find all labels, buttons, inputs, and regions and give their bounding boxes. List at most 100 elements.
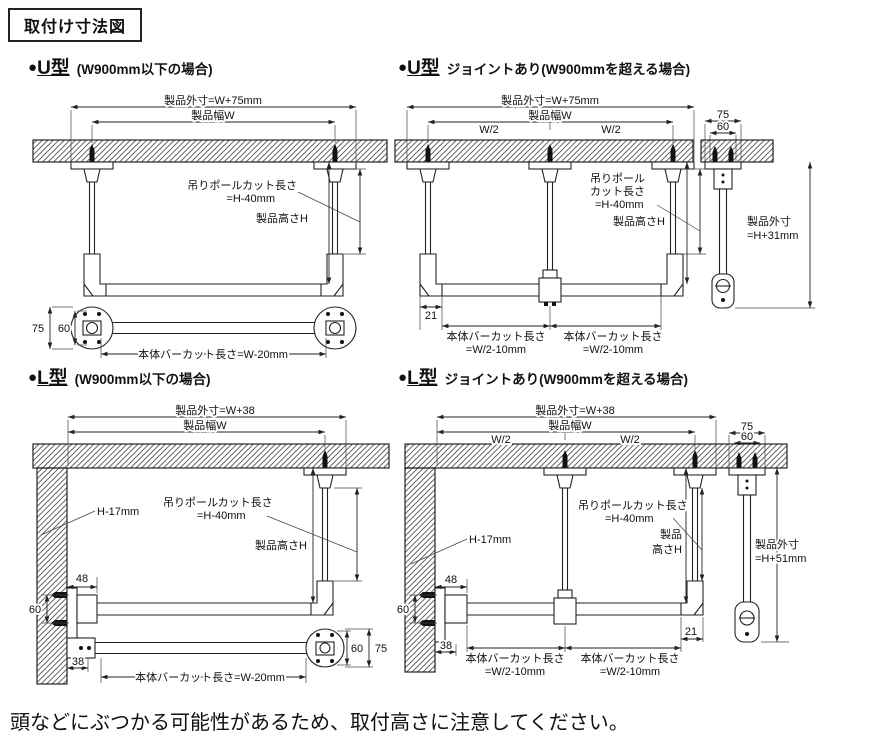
bullet-icon: ● bbox=[398, 59, 408, 76]
pole-cut-value: =H-40mm bbox=[197, 510, 246, 522]
pole-cut-label: 吊りポールカット長さ bbox=[578, 499, 688, 512]
ceiling bbox=[404, 443, 788, 469]
dim-60: 60 bbox=[397, 604, 409, 616]
dim-48: 48 bbox=[76, 573, 88, 585]
hanging-poles bbox=[406, 144, 695, 271]
wall-bracket bbox=[51, 587, 311, 643]
diagram-l-type: 製品外寸=W+38 製品幅W H-17mm 吊りポールカット長さ =H-40mm… bbox=[27, 401, 390, 686]
dim-21: 21 bbox=[685, 626, 697, 638]
half-width-label: W/2 bbox=[601, 124, 621, 136]
pole-cut-value: =H-40mm bbox=[595, 199, 644, 211]
dim-38: 38 bbox=[72, 656, 84, 668]
dimensions bbox=[409, 414, 789, 656]
bar-cut-value: =W/2-10mm bbox=[485, 666, 545, 678]
height-label-2: 高さH bbox=[652, 542, 682, 556]
section-header-l2: ●L型ジョイントあり(W900mmを超える場合) bbox=[398, 368, 689, 389]
side-view bbox=[728, 452, 766, 643]
top-view-flanges bbox=[70, 306, 357, 350]
pole-cut-label: 吊りポールカット長さ bbox=[187, 179, 297, 192]
bar-cut-value: =W/2-10mm bbox=[600, 666, 660, 678]
hanging-poles bbox=[70, 144, 357, 255]
pole-cut-value: =H-40mm bbox=[226, 193, 275, 205]
joint-sleeve bbox=[538, 277, 562, 303]
dimension-labels: 製品外寸=W+38 製品幅W H-17mm 吊りポールカット長さ =H-40mm… bbox=[27, 401, 389, 686]
top-view bbox=[66, 628, 345, 668]
ceiling bbox=[32, 139, 388, 163]
elbows-and-bar bbox=[83, 253, 344, 297]
dimension-labels: 製品外寸=W+38 製品幅W W/2 W/2 75 60 H-17mm 吊りポー… bbox=[395, 401, 808, 680]
pole-cut-label-2: カット長さ bbox=[590, 185, 645, 198]
outer-dim-label: 製品外寸=W+75mm bbox=[164, 93, 262, 107]
side-outer-label: 製品外寸 bbox=[755, 537, 799, 551]
dim-60-flange: 60 bbox=[741, 431, 753, 443]
bar-cut-label: 本体バーカット長さ=W-20mm bbox=[138, 347, 288, 361]
joint-collar bbox=[542, 269, 558, 279]
bullet-icon: ● bbox=[28, 59, 38, 76]
dim-60: 60 bbox=[29, 604, 41, 616]
ceiling bbox=[394, 139, 774, 163]
joint-sleeve bbox=[553, 597, 577, 625]
hanging-poles bbox=[543, 450, 717, 616]
bar-cut-label: 本体バーカット長さ bbox=[466, 651, 565, 665]
wall-bracket-and-bar bbox=[419, 587, 681, 643]
wall bbox=[36, 467, 68, 685]
ceiling bbox=[32, 443, 390, 469]
half-width-label: W/2 bbox=[479, 124, 499, 136]
dimensions bbox=[406, 104, 815, 330]
half-width-label: W/2 bbox=[491, 434, 511, 446]
hanging-pole bbox=[303, 450, 347, 616]
width-dim-label: 製品幅W bbox=[528, 108, 572, 122]
side-outer-label: 製品外寸 bbox=[747, 214, 791, 228]
dim-75: 75 bbox=[741, 421, 753, 433]
page-title: 取付け寸法図 bbox=[8, 8, 143, 42]
outer-dim-label: 製品外寸=W+38 bbox=[535, 403, 614, 417]
wall bbox=[404, 467, 436, 673]
half-width-label: W/2 bbox=[620, 434, 640, 446]
dim-60: 60 bbox=[58, 323, 70, 335]
dim-75-flange: 75 bbox=[375, 643, 387, 655]
pole-cut-label: 吊りポールカット長さ bbox=[163, 496, 273, 509]
pole-cut-label-1: 吊りポール bbox=[590, 172, 645, 185]
bar-cut-value: =W/2-10mm bbox=[466, 344, 526, 356]
width-dim-label: 製品幅W bbox=[183, 418, 227, 432]
caution-note: 頭などにぶつかる可能性があるため、取付高さに注意してください。 bbox=[10, 712, 629, 734]
section-header-u2: ●U型ジョイントあり(W900mmを超える場合) bbox=[398, 58, 691, 79]
dimensions bbox=[47, 104, 366, 358]
bar-cut-label: 本体バーカット長さ bbox=[447, 329, 546, 343]
height-label-1: 製品 bbox=[660, 527, 682, 541]
diagram-u-type: 製品外寸=W+75mm 製品幅W 吊りポールカット長さ =H-40mm 製品高さ… bbox=[30, 91, 388, 363]
dim-60: 60 bbox=[717, 121, 729, 133]
bullet-icon: ● bbox=[398, 369, 408, 386]
bar-cut-label: 本体バーカット長さ=W-20mm bbox=[135, 670, 285, 684]
dim-38: 38 bbox=[440, 640, 452, 652]
outer-dim-label: 製品外寸=W+75mm bbox=[501, 93, 599, 107]
dim-75: 75 bbox=[717, 109, 729, 121]
joint-collar bbox=[557, 589, 573, 599]
outer-dim-label: 製品外寸=W+38 bbox=[175, 403, 254, 417]
h17-label: H-17mm bbox=[97, 506, 139, 518]
bar-cut-label: 本体バーカット長さ bbox=[581, 651, 680, 665]
bar-cut-value: =W/2-10mm bbox=[583, 344, 643, 356]
dimension-labels: 製品外寸=W+75mm 製品幅W W/2 W/2 吊りポール カット長さ =H-… bbox=[423, 91, 800, 358]
pole-cut-value: =H-40mm bbox=[605, 513, 654, 525]
section-header-l1: ●L型(W900mm以下の場合) bbox=[28, 368, 211, 389]
dim-60-flange: 60 bbox=[351, 643, 363, 655]
width-dim-label: 製品幅W bbox=[191, 108, 235, 122]
height-label: 製品高さH bbox=[256, 211, 308, 225]
width-dim-label: 製品幅W bbox=[548, 418, 592, 432]
h17-label: H-17mm bbox=[469, 534, 511, 546]
bullet-icon: ● bbox=[28, 369, 38, 386]
dim-75: 75 bbox=[32, 323, 44, 335]
height-label: 製品高さH bbox=[613, 214, 665, 228]
dim-48: 48 bbox=[445, 574, 457, 586]
height-label: 製品高さH bbox=[255, 538, 307, 552]
dim-21: 21 bbox=[425, 310, 437, 322]
diagram-l-type-joint: 製品外寸=W+38 製品幅W W/2 W/2 75 60 H-17mm 吊りポー… bbox=[395, 401, 808, 680]
side-view bbox=[704, 146, 742, 309]
dimension-labels: 製品外寸=W+75mm 製品幅W 吊りポールカット長さ =H-40mm 製品高さ… bbox=[30, 91, 310, 363]
bar-cut-label: 本体バーカット長さ bbox=[564, 329, 663, 343]
section-header-u1: ●U型(W900mm以下の場合) bbox=[28, 58, 213, 79]
dimensions bbox=[40, 414, 373, 683]
elbows-joint-and-bar bbox=[419, 253, 684, 306]
